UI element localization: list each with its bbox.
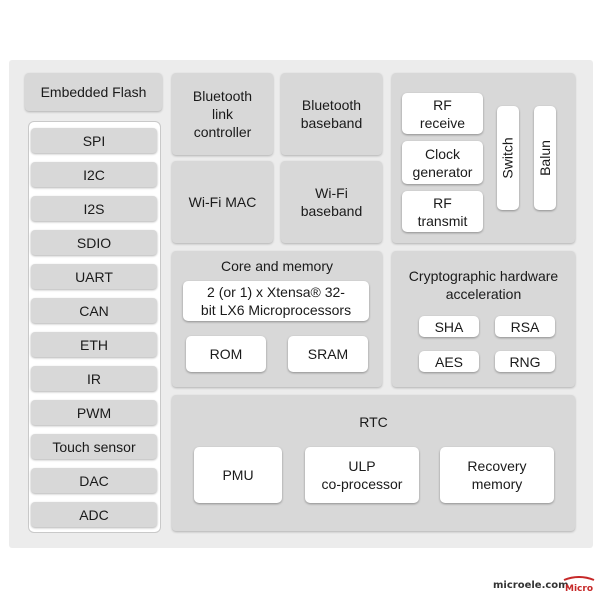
- peripheral-can: CAN: [31, 298, 157, 323]
- bluetooth-link-line2: link: [211, 106, 233, 122]
- recovery-memory-block: Recovery memory: [440, 447, 554, 503]
- wifi-baseband-line2: baseband: [300, 203, 363, 219]
- peripheral-adc: ADC: [31, 502, 157, 527]
- peripheral-pwm: PWM: [31, 400, 157, 425]
- rng-block: RNG: [495, 351, 555, 372]
- pmu-block: PMU: [194, 447, 282, 503]
- peripheral-touch-sensor: Touch sensor: [31, 434, 157, 459]
- bluetooth-baseband-line2: baseband: [300, 115, 363, 131]
- rom-block: ROM: [186, 336, 266, 372]
- rtc-title: RTC: [359, 414, 388, 430]
- recovery-line2: memory: [471, 476, 523, 492]
- clock-generator-block: Clock generator: [402, 141, 483, 184]
- peripheral-eth: ETH: [31, 332, 157, 357]
- sha-block: SHA: [419, 316, 479, 337]
- switch-block: Switch: [497, 106, 519, 210]
- switch-label: Switch: [500, 137, 517, 179]
- crypto-title: Cryptographic hardware acceleration: [392, 266, 575, 304]
- sram-block: SRAM: [288, 336, 368, 372]
- peripheral-uart: UART: [31, 264, 157, 289]
- balun-label: Balun: [537, 140, 553, 176]
- peripheral-sdio: SDIO: [31, 230, 157, 255]
- peripheral-spi: SPI: [31, 128, 157, 153]
- core-and-memory-title: Core and memory: [220, 258, 334, 274]
- wifi-mac-block: Wi-Fi MAC: [172, 161, 273, 243]
- bluetooth-link-line1: Bluetooth: [192, 88, 253, 104]
- wifi-baseband-line1: Wi-Fi: [315, 185, 348, 201]
- rf-transmit-block: RF transmit: [402, 191, 483, 232]
- bluetooth-link-line3: controller: [193, 124, 252, 140]
- cpu-line1: 2 (or 1) x Xtensa® 32-: [207, 284, 345, 300]
- peripherals-panel: [28, 121, 161, 533]
- bluetooth-baseband-line1: Bluetooth: [301, 97, 362, 113]
- ulp-line2: co-processor: [321, 476, 403, 492]
- recovery-line1: Recovery: [467, 458, 527, 474]
- aes-block: AES: [419, 351, 479, 372]
- rf-receive-line2: receive: [419, 114, 466, 131]
- peripheral-dac: DAC: [31, 468, 157, 493]
- crypto-title-line1: Cryptographic hardware: [408, 268, 559, 284]
- peripheral-i2s: I2S: [31, 196, 157, 221]
- cpu-block: 2 (or 1) x Xtensa® 32- bit LX6 Microproc…: [183, 281, 369, 321]
- ulp-coprocessor-block: ULP co-processor: [305, 447, 419, 503]
- bluetooth-link-controller-block: Bluetooth link controller: [172, 73, 273, 155]
- rf-receive-block: RF receive: [402, 93, 483, 134]
- rsa-block: RSA: [495, 316, 555, 337]
- crypto-title-line2: acceleration: [445, 286, 522, 302]
- micro-logo-icon: Micro: [563, 576, 595, 594]
- peripheral-ir: IR: [31, 366, 157, 391]
- rf-transmit-line1: RF: [433, 194, 452, 211]
- wifi-mac-label: Wi-Fi MAC: [188, 194, 257, 210]
- watermark-site: microele.com: [493, 580, 569, 591]
- bluetooth-baseband-block: Bluetooth baseband: [281, 73, 382, 155]
- clock-generator-line2: generator: [412, 163, 473, 180]
- peripheral-i2c: I2C: [31, 162, 157, 187]
- clock-generator-line1: Clock: [424, 145, 460, 162]
- ulp-line1: ULP: [348, 458, 376, 474]
- cpu-line2: bit LX6 Microprocessors: [200, 302, 352, 318]
- micro-logo-text: Micro: [565, 584, 593, 594]
- rf-receive-line1: RF: [433, 96, 452, 113]
- wifi-baseband-block: Wi-Fi baseband: [281, 161, 382, 243]
- rf-transmit-line2: transmit: [417, 212, 468, 229]
- embedded-flash-label: Embedded Flash: [40, 84, 147, 100]
- balun-block: Balun: [534, 106, 556, 210]
- embedded-flash-block: Embedded Flash: [25, 73, 162, 111]
